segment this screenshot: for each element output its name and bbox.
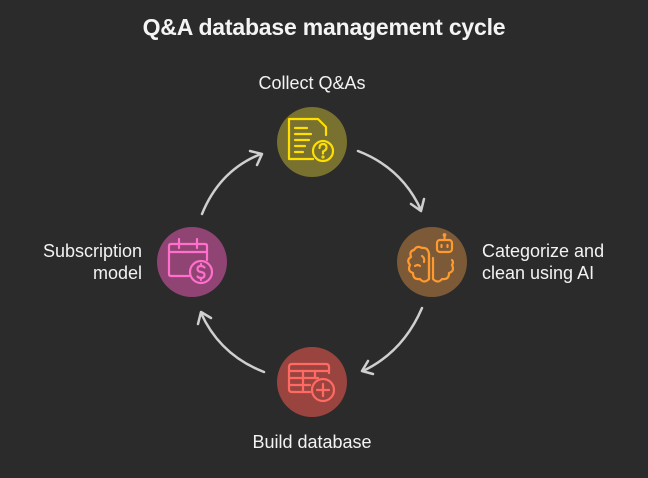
arrow-subscription-to-collect bbox=[200, 149, 264, 216]
step-categorize bbox=[397, 227, 467, 297]
arrow-build-to-subscription bbox=[196, 310, 266, 374]
step-label-line: Build database bbox=[252, 432, 372, 452]
step-label-categorize: Categorize and clean using AI bbox=[482, 240, 642, 284]
diagram-title: Q&A database management cycle bbox=[142, 14, 506, 40]
table-add-icon bbox=[287, 362, 336, 403]
step-build bbox=[277, 347, 347, 417]
step-label-line: Subscription bbox=[42, 241, 142, 261]
step-label-line: model bbox=[92, 263, 142, 283]
document-question-icon bbox=[287, 117, 335, 163]
step-label-subscription: Subscription model bbox=[0, 240, 142, 284]
step-circle-build bbox=[277, 347, 347, 417]
step-subscription bbox=[157, 227, 227, 297]
calendar-dollar-icon bbox=[167, 237, 214, 285]
step-circle-collect bbox=[277, 107, 347, 177]
arrow-collect-to-categorize bbox=[356, 149, 426, 213]
step-label-line: Categorize and bbox=[482, 241, 605, 261]
step-label-line: Collect Q&As bbox=[258, 73, 366, 93]
step-label-collect: Collect Q&As bbox=[212, 72, 412, 94]
brain-robot-icon bbox=[407, 233, 455, 283]
step-label-build: Build database bbox=[212, 431, 412, 453]
arrow-categorize-to-build bbox=[360, 306, 424, 376]
step-circle-subscription bbox=[157, 227, 227, 297]
step-collect bbox=[277, 107, 347, 177]
step-label-line: clean using AI bbox=[482, 263, 595, 283]
